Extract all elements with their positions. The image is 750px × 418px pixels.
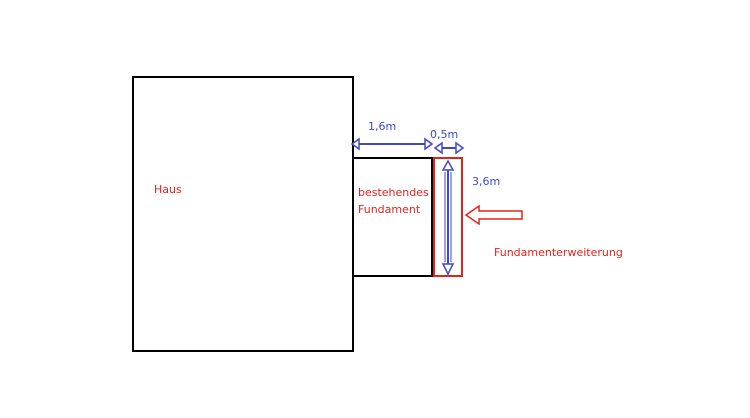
gap-width-dimension-arrow bbox=[350, 137, 434, 151]
gap-width-label: 1,6m bbox=[368, 120, 396, 133]
existing-foundation-label-line1: bestehendes bbox=[358, 186, 429, 199]
house-label: Haus bbox=[154, 183, 182, 196]
extension-length-label: 3,6m bbox=[472, 175, 500, 188]
extension-width-dimension-arrow bbox=[433, 141, 465, 155]
existing-foundation-label-line2: Fundament bbox=[358, 203, 421, 216]
foundation-extension-label: Fundamenterweiterung bbox=[494, 246, 623, 259]
existing-foundation-outline bbox=[352, 157, 433, 277]
extension-width-label: 0,5m bbox=[430, 128, 458, 141]
foundation-extension-outline bbox=[433, 157, 463, 277]
extension-pointer-arrow bbox=[464, 204, 523, 226]
extension-length-dimension-arrow bbox=[441, 159, 455, 276]
house-outline bbox=[132, 76, 354, 352]
